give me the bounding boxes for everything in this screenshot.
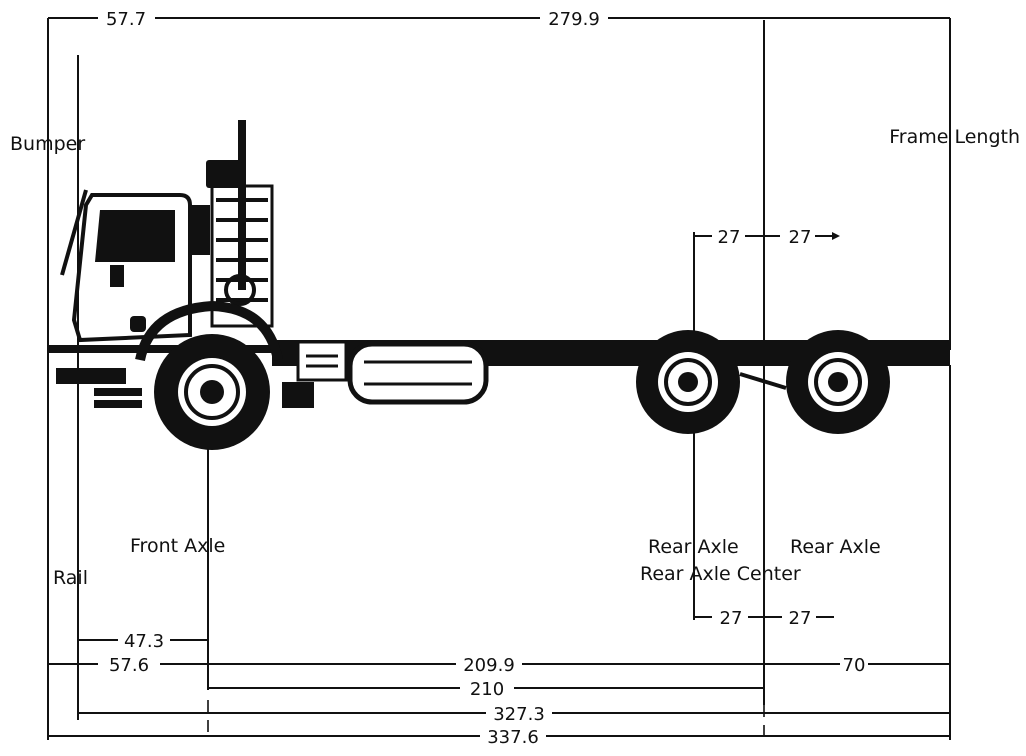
dim-209-9: 209.9 <box>463 655 515 676</box>
dim-47-3: 47.3 <box>124 631 164 652</box>
dim-57-6: 57.6 <box>109 655 149 676</box>
dim-337-6: 337.6 <box>487 727 539 748</box>
dim-327-3: 327.3 <box>493 704 545 725</box>
dim-27-lower-2: 27 <box>789 608 812 629</box>
label-rear-axle-2: Rear Axle <box>790 536 881 558</box>
dim-27-lower-1: 27 <box>720 608 743 629</box>
dim-279-9: 279.9 <box>548 9 600 30</box>
fuel-tank <box>347 341 489 405</box>
dim-70: 70 <box>843 655 866 676</box>
label-rail: Rail <box>53 567 88 589</box>
bottom-dimensions: 47.3 57.6 209.9 70 210 327.3 337.6 <box>48 631 950 748</box>
label-front-axle: Front Axle <box>130 535 225 557</box>
front-wheel <box>154 334 270 450</box>
cab-windshield <box>95 210 175 262</box>
front-bumper <box>56 368 126 384</box>
labels: Bumper Frame Length Front Axle Rail Rear… <box>10 126 1020 589</box>
upper-rear-spacing: 27 27 <box>694 227 840 248</box>
rear-wheel-1 <box>636 330 740 434</box>
exhaust-stack <box>238 120 246 290</box>
label-rear-axle-center: Rear Axle Center <box>640 563 801 585</box>
front-fender <box>135 300 283 362</box>
dim-57-7-top: 57.7 <box>106 9 146 30</box>
battery-box <box>296 340 348 382</box>
lower-rear-spacing: 27 27 <box>694 608 834 629</box>
label-rear-axle-1: Rear Axle <box>648 536 739 558</box>
label-bumper: Bumper <box>10 133 85 155</box>
air-intake <box>206 160 242 188</box>
label-frame-length: Frame Length <box>889 126 1020 148</box>
dim-27-upper-2: 27 <box>789 227 812 248</box>
rear-wheel-2 <box>786 330 890 434</box>
dim-27-upper-1: 27 <box>718 227 741 248</box>
dim-210: 210 <box>470 679 504 700</box>
truck-illustration <box>48 120 950 450</box>
top-dimension: 57.7 279.9 <box>48 9 950 30</box>
cab-body <box>71 193 192 343</box>
